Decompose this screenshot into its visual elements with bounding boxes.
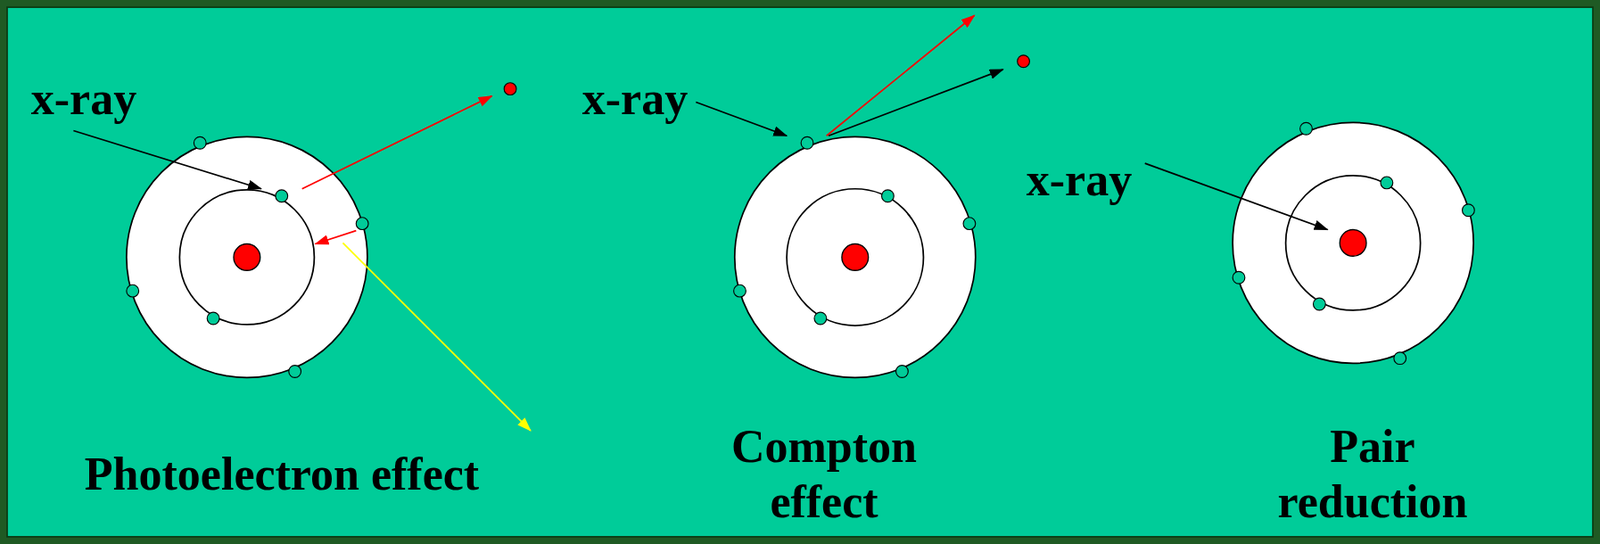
electron [1393,352,1407,365]
xray-arrow [73,131,262,190]
electron-transition [315,230,357,245]
emitted-photon [342,242,531,431]
electron [896,365,909,379]
nucleus [841,244,869,272]
outer-shell [126,136,368,378]
effect-caption: Compton effect [712,419,936,530]
electron [963,217,976,231]
ejected-electron [503,82,517,96]
slide-ground [7,7,1593,537]
electron [734,284,747,297]
electron [275,189,289,203]
xray-arrow [695,102,787,137]
electron [1232,271,1246,284]
electron [206,312,220,325]
inner-shell [179,189,314,325]
xray-label: x-ray [31,71,137,127]
electron [814,312,827,325]
recoil-electron [1017,55,1031,68]
electron [1300,122,1313,135]
electron [1312,297,1326,311]
effect-caption: Photoelectron effect [84,446,479,503]
xray-arrow [1145,163,1328,230]
recoil-electron-path [828,69,1004,136]
electron [193,136,207,149]
inner-shell [1286,175,1421,311]
xray-label: x-ray [1026,152,1132,208]
electron [800,136,814,149]
electron [126,284,140,297]
outer-shell [734,136,976,378]
xray-label: x-ray [582,71,688,127]
scattered-photon [826,15,975,136]
inner-shell [786,189,924,326]
electron [882,189,895,203]
effect-caption: Pair reduction [1261,419,1485,530]
electron [1462,204,1476,217]
nucleus [1339,230,1367,257]
nucleus [233,244,261,272]
ejected-electron-path [302,96,493,190]
electron [288,365,302,379]
outer-shell [1232,122,1474,363]
electron [355,217,369,231]
electron [1380,176,1394,190]
